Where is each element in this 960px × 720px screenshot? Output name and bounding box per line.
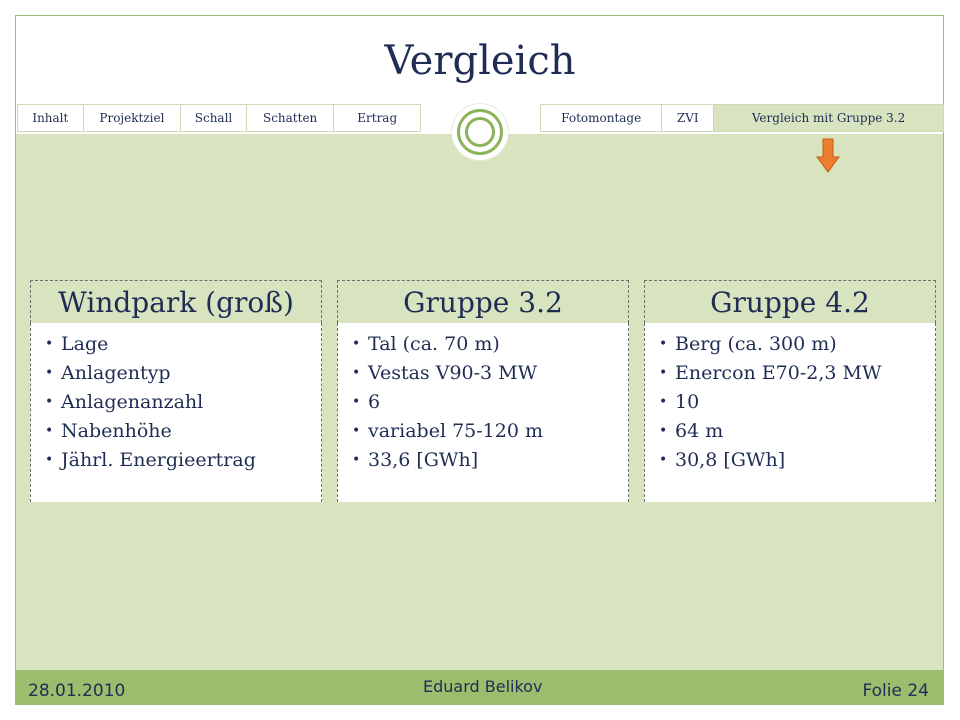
footer-date: 28.01.2010 <box>28 681 126 701</box>
tab-schatten[interactable]: Schatten <box>247 105 335 131</box>
card-body: Lage Anlagentyp Anlagenanzahl Nabenhöhe … <box>30 323 322 502</box>
tab-vergleich-mit-gruppe[interactable]: Vergleich mit Gruppe 3.2 <box>714 105 943 131</box>
page-title: Vergleich <box>384 38 576 84</box>
tab-schall[interactable]: Schall <box>181 105 247 131</box>
card-title: Windpark (groß) <box>30 280 322 323</box>
card-body: Berg (ca. 300 m) Enercon E70-2,3 MW 10 6… <box>644 323 936 502</box>
card-windpark: Windpark (groß) Lage Anlagentyp Anlagena… <box>30 280 322 502</box>
footer-bar <box>16 670 943 704</box>
list-item: Jährl. Energieertrag <box>45 446 321 475</box>
tab-zvi[interactable]: ZVI <box>662 105 715 131</box>
tab-inhalt[interactable]: Inhalt <box>18 105 84 131</box>
list-item: variabel 75-120 m <box>352 417 628 446</box>
list-item: 30,8 [GWh] <box>659 446 935 475</box>
list-item: Anlagentyp <box>45 359 321 388</box>
tab-fotomontage[interactable]: Fotomontage <box>541 105 663 131</box>
list-item: 6 <box>352 388 628 417</box>
nav-right: Fotomontage ZVI Vergleich mit Gruppe 3.2 <box>540 104 944 132</box>
list-item: 64 m <box>659 417 935 446</box>
card-title: Gruppe 4.2 <box>644 280 936 323</box>
list-item: 33,6 [GWh] <box>352 446 628 475</box>
footer-slide-number: Folie 24 <box>862 681 929 701</box>
list-item: Vestas V90-3 MW <box>352 359 628 388</box>
card-title: Gruppe 3.2 <box>337 280 629 323</box>
card-gruppe-3-2: Gruppe 3.2 Tal (ca. 70 m) Vestas V90-3 M… <box>337 280 629 502</box>
tab-ertrag[interactable]: Ertrag <box>357 111 398 125</box>
footer-author: Eduard Belikov <box>423 677 543 696</box>
list-item: Tal (ca. 70 m) <box>352 330 628 359</box>
card-gruppe-4-2: Gruppe 4.2 Berg (ca. 300 m) Enercon E70-… <box>644 280 936 502</box>
circle-emblem-inner-icon <box>465 117 495 147</box>
card-body: Tal (ca. 70 m) Vestas V90-3 MW 6 variabe… <box>337 323 629 502</box>
down-arrow-icon <box>816 138 840 173</box>
list-item: Berg (ca. 300 m) <box>659 330 935 359</box>
list-item: Anlagenanzahl <box>45 388 321 417</box>
list-item: 10 <box>659 388 935 417</box>
list-item: Lage <box>45 330 321 359</box>
list-item: Enercon E70-2,3 MW <box>659 359 935 388</box>
list-item: Nabenhöhe <box>45 417 321 446</box>
tab-projektziel[interactable]: Projektziel <box>84 105 182 131</box>
nav-left: Inhalt Projektziel Schall Schatten Ertra… <box>17 104 421 132</box>
